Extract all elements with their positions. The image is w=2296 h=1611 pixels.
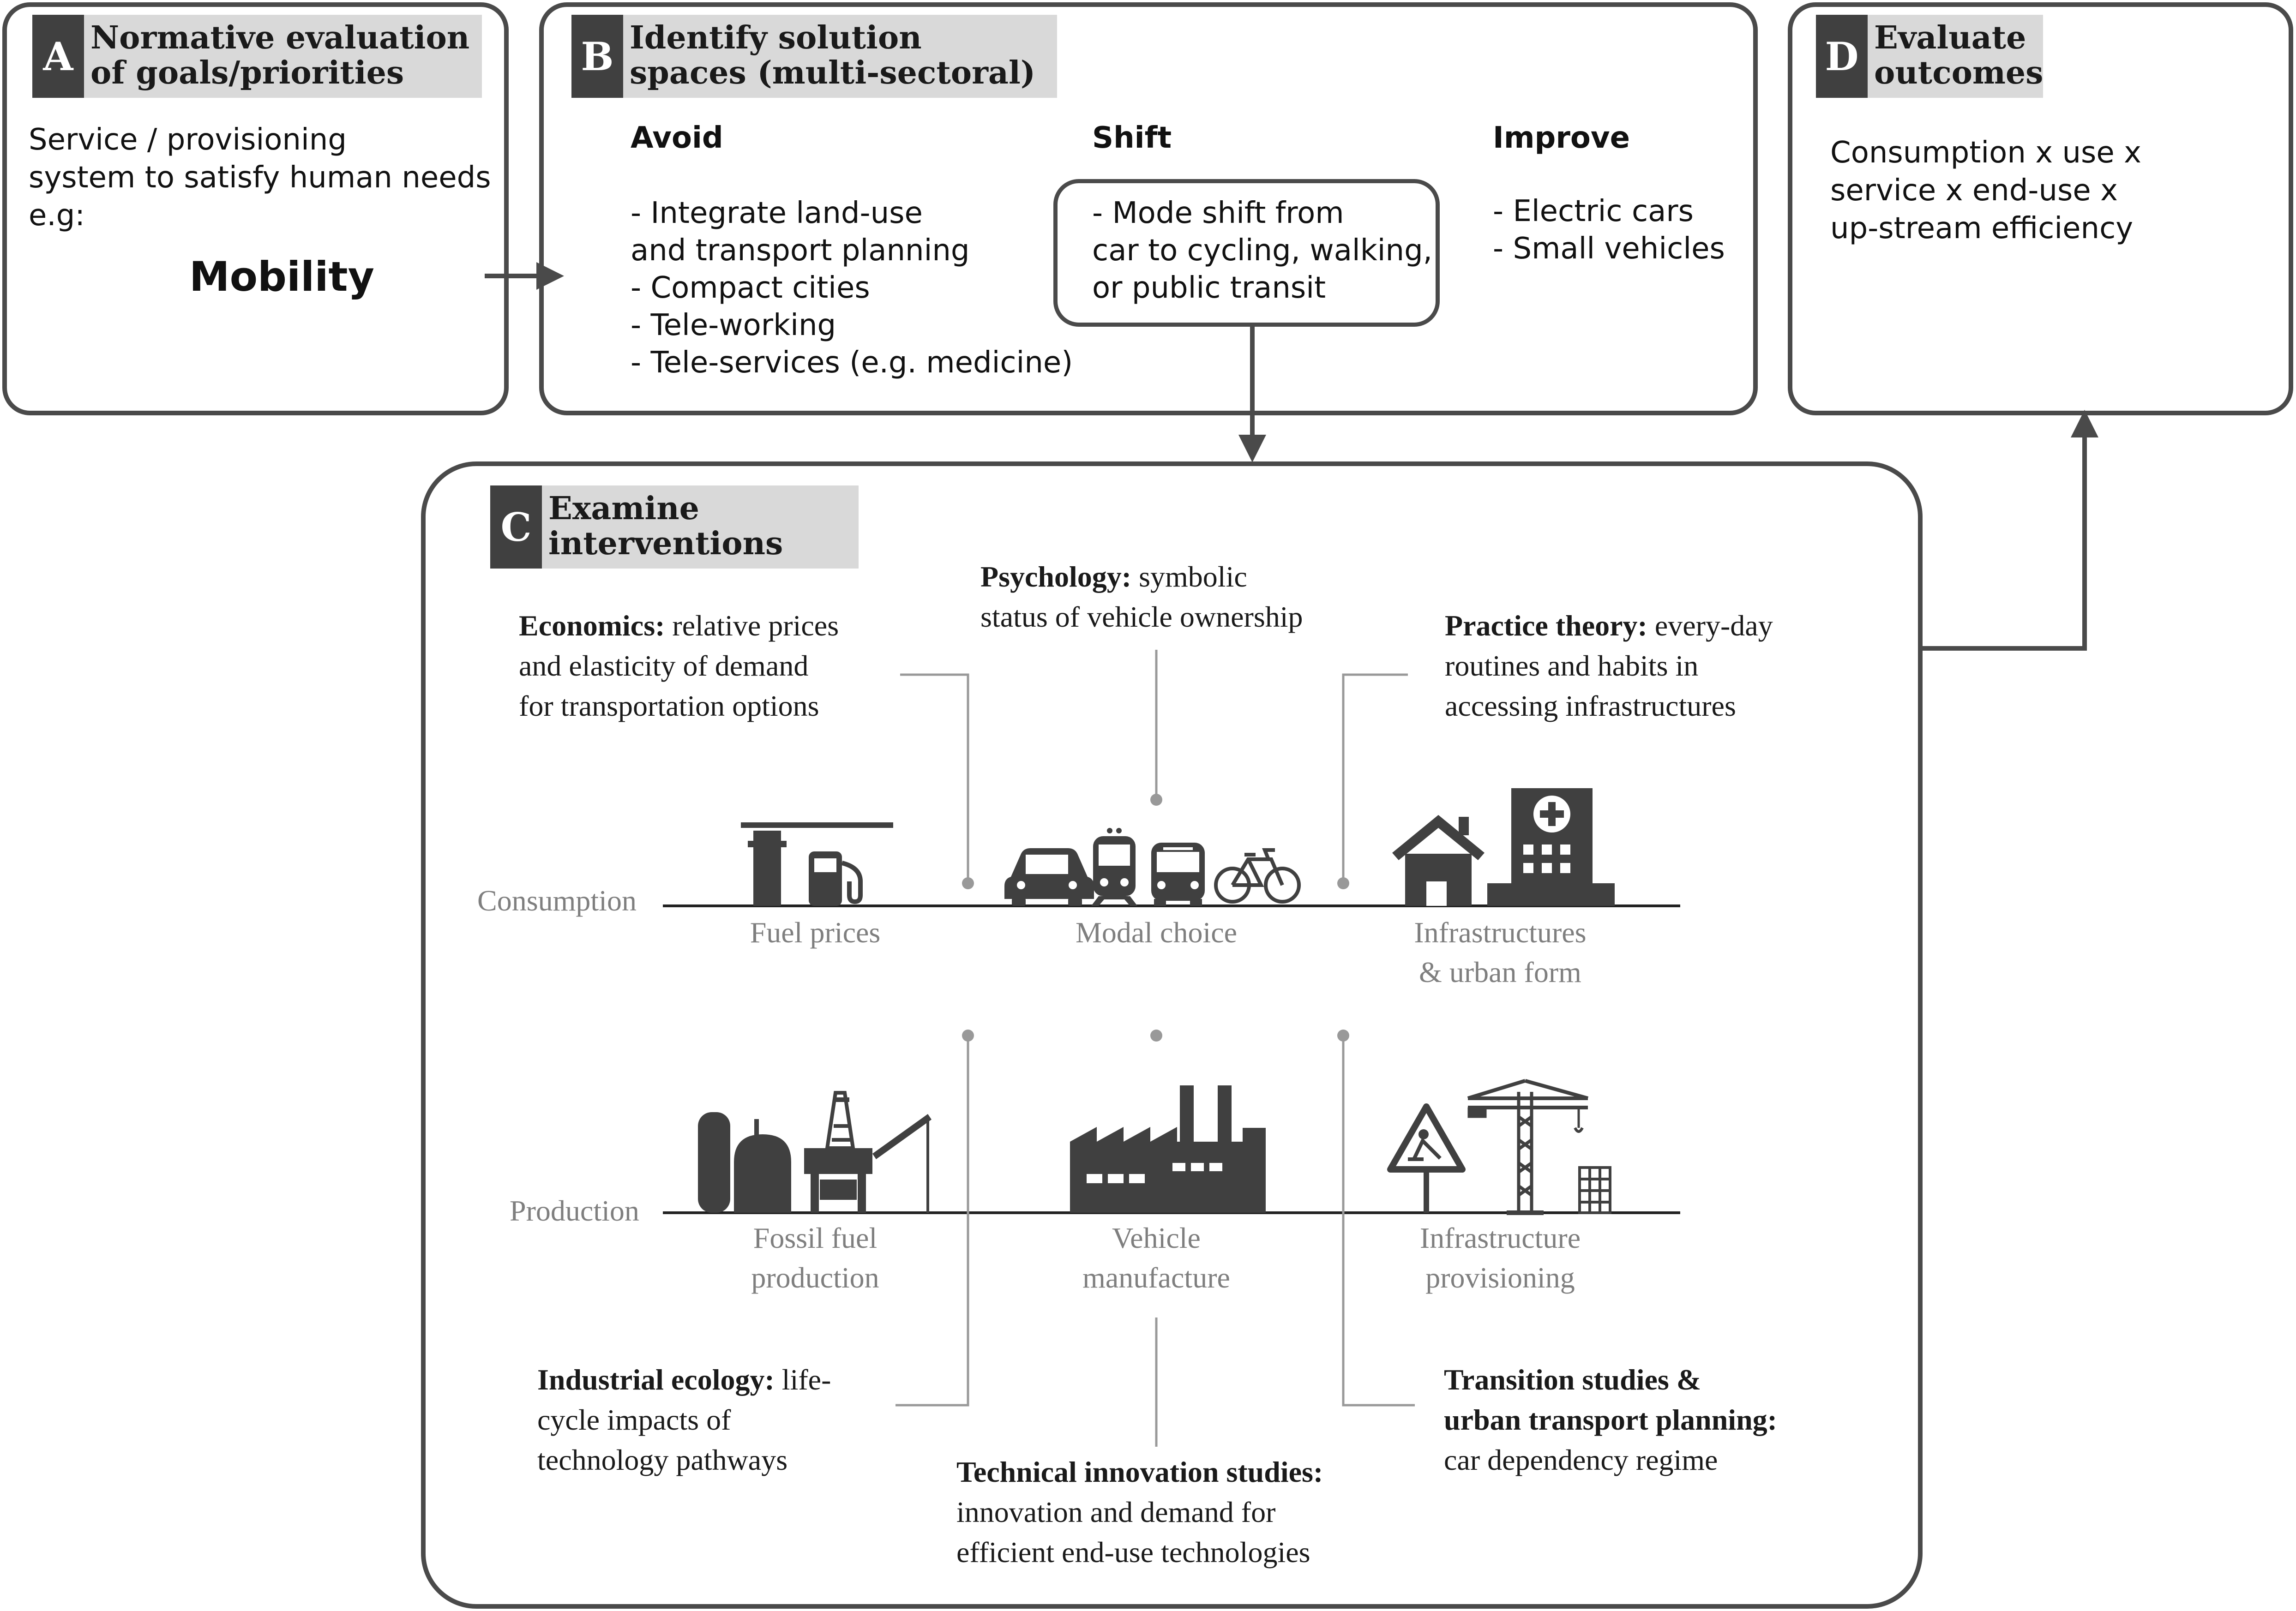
technical-innovation-label: Technical innovation studies: [956,1455,1323,1488]
box-c [421,461,1923,1609]
consumption-label: Consumption [477,884,637,917]
factory-icon [1070,1085,1266,1213]
guide-industrial-dot [962,1030,974,1042]
production-label: Production [510,1194,639,1227]
box-a-letter: A [32,15,84,98]
vehicle-manufacture-label: Vehicle manufacture [1082,1222,1230,1294]
construction-crane-icon [1467,1079,1589,1215]
guide-economics [900,673,969,883]
box-c-title: Examine interventions [542,485,859,569]
box-d-letter: D [1816,15,1868,98]
transition-studies-annotation: Transition studies & urban transport pla… [1444,1359,1777,1480]
infrastructure-provisioning-label: Infrastructure provisioning [1419,1222,1581,1294]
box-c-letter: C [490,485,542,569]
bicycle-icon [1214,848,1301,904]
box-a-highlight: Mobility [189,253,374,300]
box-d-tag: D Evaluate outcomes [1816,15,2043,98]
scaffold-icon [1578,1166,1611,1214]
fuel-prices-label: Fuel prices [750,916,881,949]
arrow-c-to-d [1923,410,2098,651]
industrial-ecology-annotation: Industrial ecology: life- cycle impacts … [537,1359,831,1480]
guide-transition [1342,1036,1415,1407]
practice-theory-text: every-day routines and habits in accessi… [1445,609,1773,722]
box-a-tag: A Normative evaluation of goals/prioriti… [32,15,482,98]
guide-transition-dot [1337,1030,1349,1042]
fossil-fuel-plant-icon [698,1091,932,1213]
technical-innovation-annotation: Technical innovation studies: innovation… [956,1452,1323,1572]
modal-choice-label: Modal choice [1075,916,1238,949]
avoid-heading: Avoid [631,121,723,155]
industrial-ecology-label: Industrial ecology: [537,1363,775,1396]
avoid-items: - Integrate land-use and transport plann… [631,196,1073,380]
practice-theory-annotation: Practice theory: every-day routines and … [1445,605,1773,726]
shift-heading: Shift [1092,121,1172,155]
psychology-text: symbolic status of vehicle ownership [980,560,1303,633]
box-b-title: Identify solution spaces (multi-sectoral… [623,15,1057,98]
industrial-ecology-text: life- cycle impacts of technology pathwa… [537,1363,831,1476]
box-d-body: Consumption x use x service x end-use x … [1830,136,2141,246]
transition-studies-text: car dependency regime [1444,1443,1718,1476]
shift-items: - Mode shift from car to cycling, walkin… [1092,196,1433,305]
practice-theory-label: Practice theory: [1445,609,1647,642]
transition-studies-label: Transition studies & urban transport pla… [1444,1363,1777,1436]
house-icon [1392,815,1485,906]
fuel-pump-icon [741,822,893,906]
psychology-label: Psychology: [980,560,1132,593]
technical-innovation-text: innovation and demand for efficient end-… [956,1496,1310,1569]
box-d-title: Evaluate outcomes [1868,15,2043,98]
box-c-tag: C Examine interventions [490,485,859,569]
hospital-icon [1487,788,1615,906]
improve-items: - Electric cars - Small vehicles [1493,194,1725,266]
economics-text: relative prices and elasticity of demand… [519,609,839,722]
economics-annotation: Economics: relative prices and elasticit… [519,605,839,726]
economics-label: Economics: [519,609,665,642]
box-b-letter: B [571,15,623,98]
bus-icon [1151,843,1205,906]
shift-highlight-box [1053,179,1440,327]
fossil-fuel-production-label: Fossil fuel production [751,1222,879,1294]
train-icon [1091,828,1137,906]
box-b-tag: B Identify solution spaces (multi-sector… [571,15,1057,98]
box-a-title: Normative evaluation of goals/priorities [84,15,482,98]
guide-practice-dot [1337,877,1349,889]
box-a-body: Service / provisioning system to satisfy… [29,123,491,233]
guide-economics-dot [962,877,974,889]
guide-practice [1342,673,1408,883]
road-works-sign-icon [1387,1103,1466,1213]
psychology-annotation: Psychology: symbolic status of vehicle o… [980,557,1303,637]
car-icon [1004,848,1094,906]
guide-psychology-dot [1150,794,1162,806]
infrastructures-label: Infrastructures & urban form [1414,916,1587,988]
improve-heading: Improve [1493,121,1630,155]
guide-industrial [896,1036,969,1407]
